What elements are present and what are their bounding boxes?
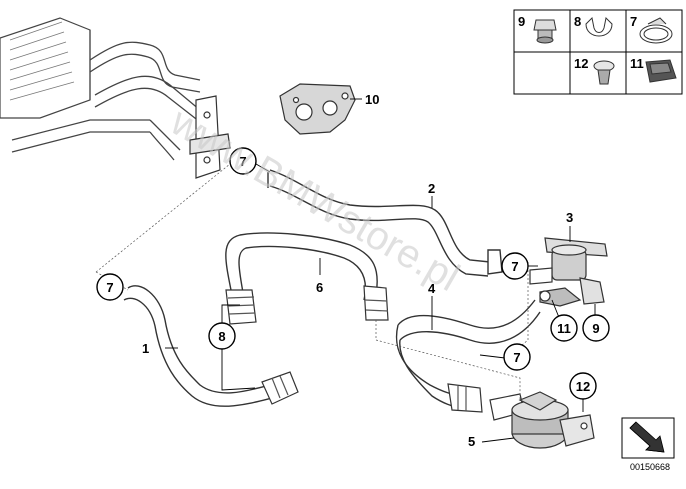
callout-9-label: 9 [592, 321, 599, 336]
part-label-3: 3 [566, 210, 573, 225]
hose-1 [123, 285, 273, 407]
expanding-rivet-icon [593, 60, 615, 85]
callout-12: 12 [569, 372, 597, 400]
parts-legend: 9 8 7 12 11 [513, 9, 683, 95]
hose-2 [267, 169, 503, 277]
callout-7-lower: 7 [503, 343, 531, 371]
callout-11: 11 [550, 314, 578, 342]
callout-7-top: 7 [229, 147, 257, 175]
heater-bracket [189, 95, 231, 179]
legend-label-8: 8 [574, 14, 581, 29]
legend-label-12: 12 [574, 56, 588, 71]
hose-6 [225, 232, 378, 301]
callout-7-lower-label: 7 [513, 350, 520, 365]
hose-clamp-icon [639, 17, 673, 44]
part-label-5: 5 [468, 434, 475, 449]
hose-6-connectors [225, 285, 389, 325]
hose-1-connector [261, 371, 299, 405]
part-label-2: 2 [428, 181, 435, 196]
callout-9: 9 [582, 314, 610, 342]
flange-gasket [279, 83, 356, 135]
auxiliary-water-pump [489, 391, 595, 449]
legend-label-9: 9 [518, 14, 525, 29]
hose-4-connector [447, 383, 483, 413]
callout-7-left: 7 [96, 273, 124, 301]
water-valve [529, 237, 608, 307]
part-label-1: 1 [142, 341, 149, 356]
callout-11-label: 11 [557, 321, 571, 336]
legend-label-11: 11 [630, 56, 644, 71]
heater-core [0, 17, 150, 153]
hose-clip-icon [585, 16, 613, 37]
legend-label-7: 7 [630, 14, 637, 29]
part-label-6: 6 [316, 280, 323, 295]
part-label-4: 4 [428, 281, 436, 296]
callout-12-label: 12 [576, 379, 590, 394]
callout-8-label: 8 [218, 329, 225, 344]
callout-7-right: 7 [501, 252, 529, 280]
callout-7-right-label: 7 [511, 259, 518, 274]
document-number: 00150668 [630, 462, 670, 472]
callout-8: 8 [208, 322, 236, 350]
callout-7-left-label: 7 [106, 280, 113, 295]
grommet-icon [533, 19, 557, 44]
direction-arrow-icon [621, 417, 675, 459]
heater-pipes [89, 41, 201, 161]
callout-7-top-label: 7 [239, 154, 246, 169]
rubber-mount-icon [645, 59, 677, 83]
part-label-10: 10 [365, 92, 379, 107]
